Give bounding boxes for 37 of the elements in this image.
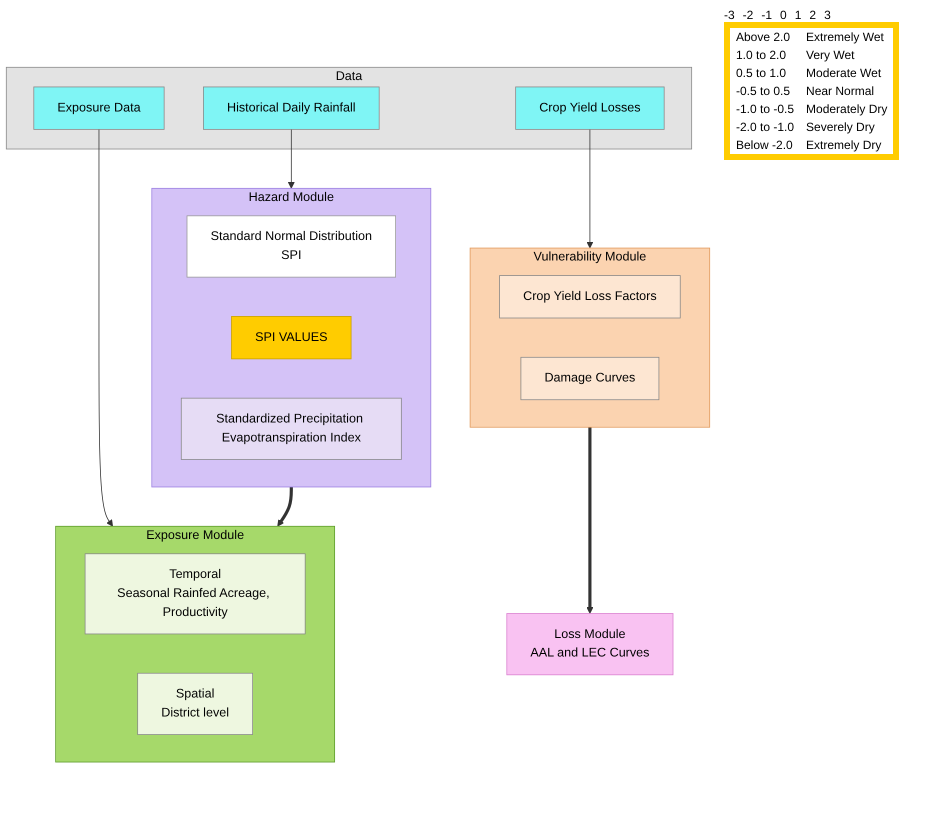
table-cell: Moderate Wet: [800, 64, 896, 82]
arrow: [586, 428, 594, 614]
arrow: [586, 129, 594, 249]
arrow: [277, 487, 293, 527]
node-box: Historical Daily Rainfall: [203, 86, 380, 130]
table-cell: Near Normal: [800, 82, 896, 100]
table-cell: 0.5 to 1.0: [727, 64, 800, 82]
axis-tick-label: 0: [780, 8, 787, 22]
axis-tick-label: 3: [824, 8, 831, 22]
node-box: Spatial District level: [137, 673, 253, 736]
node-box: Exposure Data: [33, 86, 165, 130]
axis-tick-label: -3: [724, 8, 735, 22]
table-cell: Severely Dry: [800, 118, 896, 136]
node-box: Crop Yield Losses: [515, 86, 665, 130]
axis-tick-label: -2: [742, 8, 754, 22]
table-cell: Below -2.0: [727, 136, 800, 157]
table-cell: Very Wet: [800, 46, 896, 64]
node-box: SPI VALUES: [231, 316, 352, 360]
arrow: [288, 129, 295, 189]
axis-tick-label: -1: [761, 8, 772, 22]
table-cell: Moderately Dry: [800, 100, 896, 118]
table-cell: Above 2.0: [727, 25, 800, 46]
node-box: Standardized Precipitation Evapotranspiration Index: [180, 398, 402, 460]
axis-tick-label: 1: [794, 8, 802, 22]
table-cell: -1.0 to -0.5: [727, 100, 800, 118]
table-cell: 1.0 to 2.0: [727, 46, 800, 64]
node-box: Temporal Seasonal Rainfed Acreage, Productivity: [84, 554, 306, 635]
arrow: [98, 129, 114, 527]
table-cell: Extremely Wet: [800, 25, 896, 46]
table-cell: -0.5 to 0.5: [727, 82, 800, 100]
node-box: Crop Yield Loss Factors: [499, 276, 681, 319]
table-cell: Extremely Dry: [800, 136, 896, 157]
axis-tick-label: 2: [809, 8, 816, 22]
table-cell: -2.0 to -1.0: [727, 118, 800, 136]
node-box: Damage Curves: [520, 357, 660, 400]
node-box: Standard Normal Distribution SPI: [186, 216, 396, 278]
node-box: Loss Module AAL and LEC Curves: [506, 613, 674, 676]
